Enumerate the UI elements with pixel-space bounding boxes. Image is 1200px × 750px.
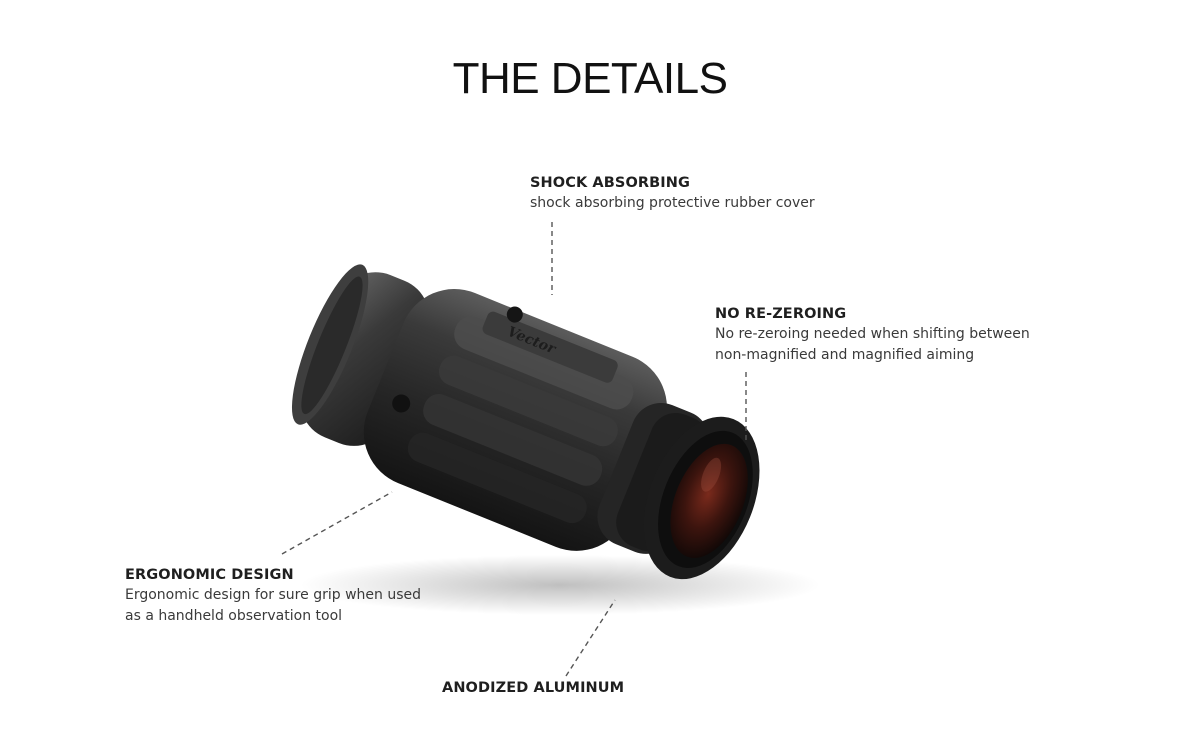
callout-heading: ERGONOMIC DESIGN [125,567,294,583]
callout-no-rezeroing: NO RE-ZEROING No re-zeroing needed when … [715,304,1075,366]
rubber-cover-body: Vector [363,289,667,551]
objective-lens [643,416,760,580]
callout-description-line2: as a handheld observation tool [125,608,343,624]
callout-shock-absorbing: SHOCK ABSORBING shock absorbing protecti… [530,173,860,214]
page-title: THE DETAILS [452,54,728,103]
callout-ergonomic-design: ERGONOMIC DESIGN Ergonomic design for su… [125,565,455,627]
callout-heading: NO RE-ZEROING [715,306,847,322]
callout-heading: ANODIZED ALUMINUM [442,680,625,696]
callout-description: shock absorbing protective rubber cover [530,195,815,211]
callout-anodized-aluminum: ANODIZED ALUMINUM [442,678,702,698]
callout-description-line1: No re-zeroing needed when shifting betwe… [715,326,1030,342]
callout-heading: SHOCK ABSORBING [530,175,691,191]
mount-hole [392,394,411,413]
callout-description-line1: Ergonomic design for sure grip when used [125,587,421,603]
leader-line-ergo [281,491,393,555]
leader-line-anodized [565,599,616,677]
callout-description-line2: non-magnified and magnified aiming [715,347,975,363]
